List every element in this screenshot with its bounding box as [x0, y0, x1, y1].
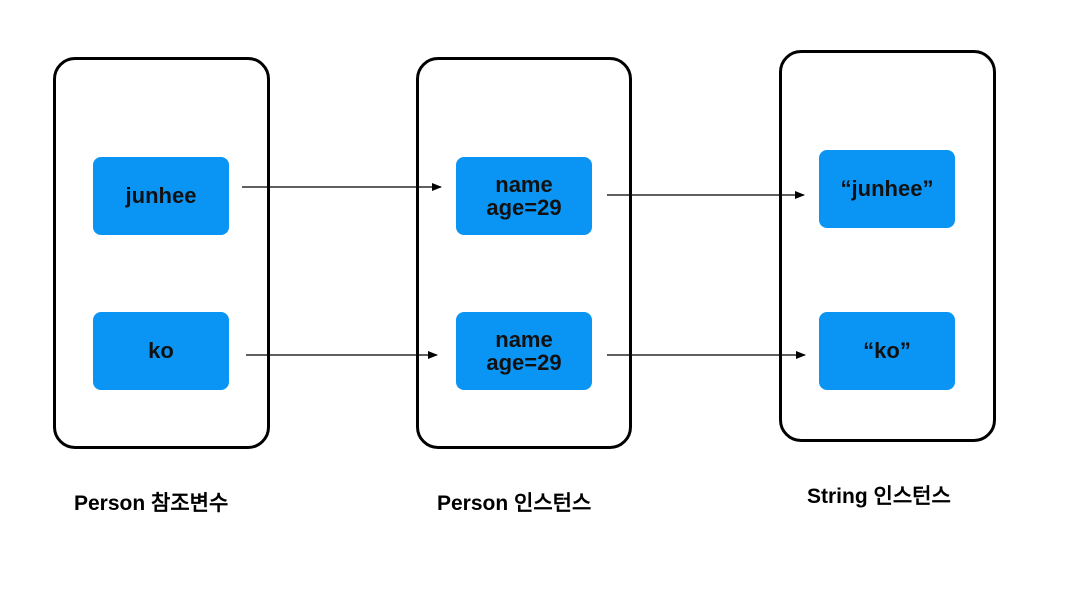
string-node-junhee: “junhee” [819, 150, 955, 228]
reference-label-ko: ko [148, 338, 174, 364]
person-instances-caption: Person 인스턴스 [437, 492, 592, 515]
reference-label-junhee: junhee [125, 183, 197, 209]
references-caption: Person 참조변수 [74, 492, 229, 515]
string-instances-caption: String 인스턴스 [807, 485, 951, 508]
string-label-junhee: “junhee” [840, 176, 934, 202]
string-label-ko: “ko” [863, 338, 911, 364]
reference-node-junhee: junhee [93, 157, 229, 235]
person-instance-node-1: name age=29 [456, 157, 592, 235]
string-node-ko: “ko” [819, 312, 955, 390]
person-instance-2-age: age=29 [486, 350, 562, 375]
person-instance-node-2: name age=29 [456, 312, 592, 390]
person-instance-2-name: name [495, 326, 553, 352]
string-instances-container [779, 50, 996, 442]
person-instance-1-age: age=29 [486, 195, 562, 220]
reference-node-ko: ko [93, 312, 229, 390]
person-instance-1-name: name [495, 171, 553, 197]
